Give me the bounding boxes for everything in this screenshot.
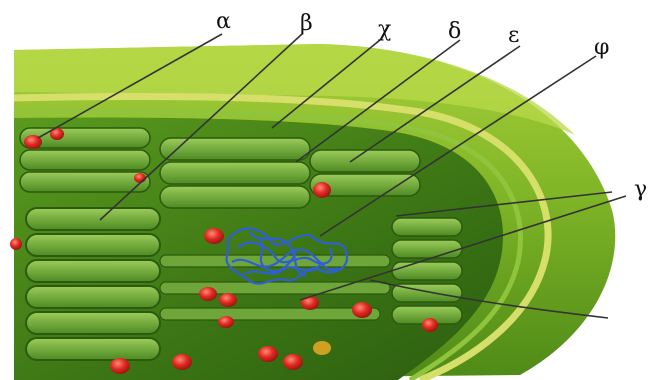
label-epsilon: ε bbox=[508, 23, 519, 48]
label-alpha: α bbox=[216, 9, 231, 34]
label-phi: φ bbox=[594, 35, 609, 60]
label-chi: χ bbox=[378, 17, 391, 42]
right-granum-stack bbox=[392, 218, 462, 324]
label-gamma: γ bbox=[634, 177, 647, 202]
label-delta: δ bbox=[448, 19, 461, 44]
label-beta: β bbox=[300, 11, 313, 36]
